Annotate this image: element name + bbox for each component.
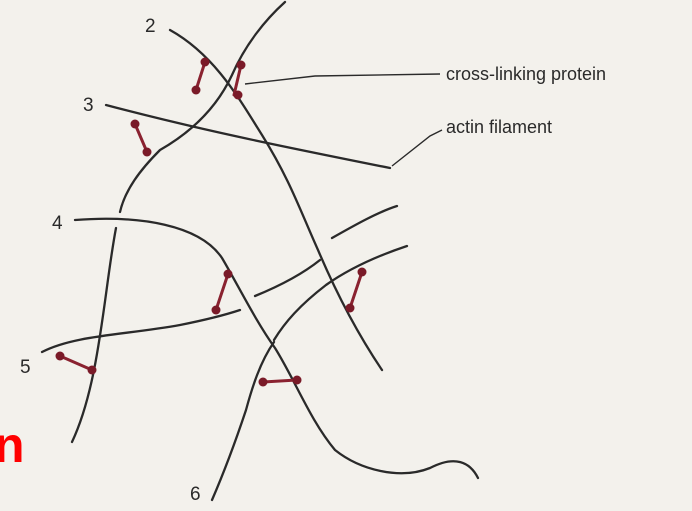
filament-diagonal-upper <box>332 206 397 238</box>
filament-5 <box>42 310 240 352</box>
number-2: 2 <box>145 16 156 37</box>
leader-cross-linking <box>245 74 440 84</box>
label-cross-linking-protein: cross-linking protein <box>446 64 606 84</box>
number-5: 5 <box>20 357 31 378</box>
number-3: 3 <box>83 95 94 116</box>
cross-link-5 <box>346 268 367 313</box>
filament-4 <box>75 219 478 478</box>
filament-diagonal-lower <box>274 246 407 340</box>
cross-link-6 <box>56 352 97 375</box>
corner-text-fragment: n <box>0 417 25 473</box>
number-6: 6 <box>190 484 201 505</box>
cross-link-4 <box>212 270 233 315</box>
filament-5-segment-b <box>255 260 320 296</box>
label-actin-filament: actin filament <box>446 117 552 137</box>
cross-link-1 <box>192 58 210 95</box>
filament-6 <box>212 342 274 500</box>
leader-actin <box>392 130 442 166</box>
number-4: 4 <box>52 213 63 234</box>
cross-link-3 <box>131 120 152 157</box>
